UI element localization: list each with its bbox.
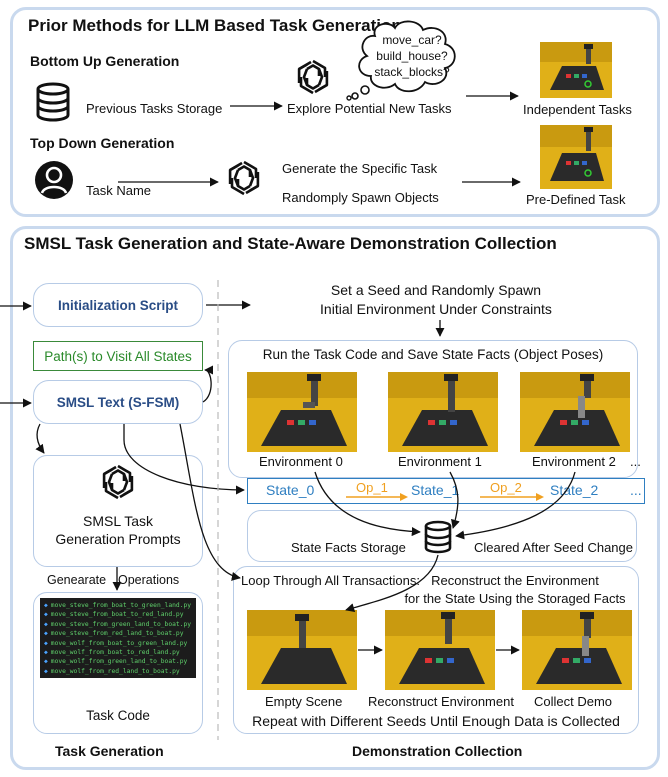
code-file-list: ◆move_steve_from_boat_to_green_land.py ◆… [40, 598, 196, 678]
repeat-label: Repeat with Different Seeds Until Enough… [252, 713, 620, 729]
reconstruct-env-label: Reconstruct Environment [368, 694, 514, 709]
thought-cloud [346, 20, 456, 101]
op-1: Op_1 [356, 480, 388, 495]
generate-specific-label: Generate the Specific Task [282, 161, 438, 176]
smsl-text-box: SMSL Text (S-FSM) [33, 380, 203, 424]
collect-demo-scene [522, 610, 632, 690]
state-sequence-bar [247, 478, 645, 504]
openai-logo-icon [102, 464, 134, 500]
openai-logo-icon [228, 160, 260, 196]
code-file: ◆move_wolf_from_red_land_to_boat.py [44, 667, 180, 675]
cleared-label: Cleared After Seed Change [474, 540, 633, 555]
genearate-label: Genearate [47, 573, 107, 587]
seed-line2: Initial Environment Under Constraints [320, 301, 552, 317]
state-0: State_0 [266, 482, 315, 498]
loop-label: Loop Through All Transactions: [241, 573, 420, 588]
facts-storage-label: State Facts Storage [291, 540, 406, 555]
thought-stack-blocks: stack_blocks? [374, 65, 450, 79]
previous-tasks-label: Previous Tasks Storage [86, 101, 223, 116]
state-ellipsis: ... [630, 482, 642, 498]
seed-line1: Set a Seed and Randomly Spawn [330, 282, 542, 298]
operations-label: Operations [118, 573, 180, 587]
collect-demo-label: Collect Demo [534, 694, 613, 709]
prompts-line2: Generation Prompts [55, 531, 181, 547]
state-1: State_1 [411, 482, 460, 498]
reconstruct-line1: Reconstruct the Environment [431, 573, 599, 588]
thought-move-car: move_car? [382, 33, 442, 47]
state-2: State_2 [550, 482, 599, 498]
code-file: ◆move_steve_from_boat_to_green_land.py [44, 602, 192, 609]
reconstruct-scene [385, 610, 495, 690]
thought-build-house: build_house? [376, 49, 448, 63]
prompts-line1: SMSL Task [82, 513, 154, 529]
code-file: ◆move_wolf_from_boat_to_green_land.py [44, 639, 188, 647]
paths-box: Path(s) to Visit All States [33, 341, 203, 371]
predefined-task-scene [540, 125, 612, 189]
code-file: ◆move_wolf_from_green_land_to_boat.py [44, 658, 188, 666]
op-2: Op_2 [490, 480, 522, 495]
smsl-title: SMSL Task Generation and State-Aware Dem… [24, 234, 557, 253]
smsl-text-label: SMSL Text (S-FSM) [56, 394, 180, 410]
run-task-label: Run the Task Code and Save State Facts (… [262, 347, 604, 362]
code-file: ◆move_wolf_from_boat_to_red_land.py [44, 649, 180, 657]
code-file: ◆move_steve_from_red_land_to_boat.py [44, 630, 184, 638]
task-code-label: Task Code [86, 708, 150, 723]
empty-scene-label: Empty Scene [265, 694, 343, 709]
database-icon [424, 520, 452, 554]
env0-label: Environment 0 [259, 454, 343, 469]
explore-label: Explore Potential New Tasks [287, 101, 452, 116]
openai-logo-icon [297, 59, 329, 95]
environment-2-scene [520, 372, 630, 452]
paths-label: Path(s) to Visit All States [44, 348, 192, 364]
env1-label: Environment 1 [398, 454, 482, 469]
task-name-label: Task Name [86, 183, 152, 198]
top-down-title: Top Down Generation [30, 135, 175, 151]
init-script-label: Initialization Script [57, 297, 178, 313]
independent-label: Independent Tasks [523, 102, 632, 117]
independent-task-scene [540, 42, 612, 98]
predefined-label: Pre-Defined Task [526, 192, 626, 207]
demo-collection-label: Demonstration Collection [352, 743, 523, 759]
empty-scene [247, 610, 357, 690]
init-script-box: Initialization Script [33, 283, 203, 327]
bottom-up-title: Bottom Up Generation [30, 53, 180, 69]
code-file: ◆move_steve_from_boat_to_red_land.py [44, 611, 184, 619]
code-file: ◆move_steve_from_green_land_to_boat.py [44, 620, 192, 628]
prompts-box [33, 455, 203, 567]
randomly-spawn-label: Randomply Spawn Objects [282, 190, 439, 205]
env2-label: Environment 2 [532, 454, 616, 469]
reconstruct-line2: for the State Using the Storaged Facts [404, 591, 626, 606]
database-icon [36, 82, 70, 122]
prior-methods-title: Prior Methods for LLM Based Task Generat… [28, 16, 402, 35]
environment-1-scene [388, 372, 498, 452]
env-ellipsis: ... [630, 454, 641, 469]
task-generation-label: Task Generation [55, 743, 164, 759]
environment-0-scene [247, 372, 357, 452]
user-avatar-icon [35, 161, 73, 199]
